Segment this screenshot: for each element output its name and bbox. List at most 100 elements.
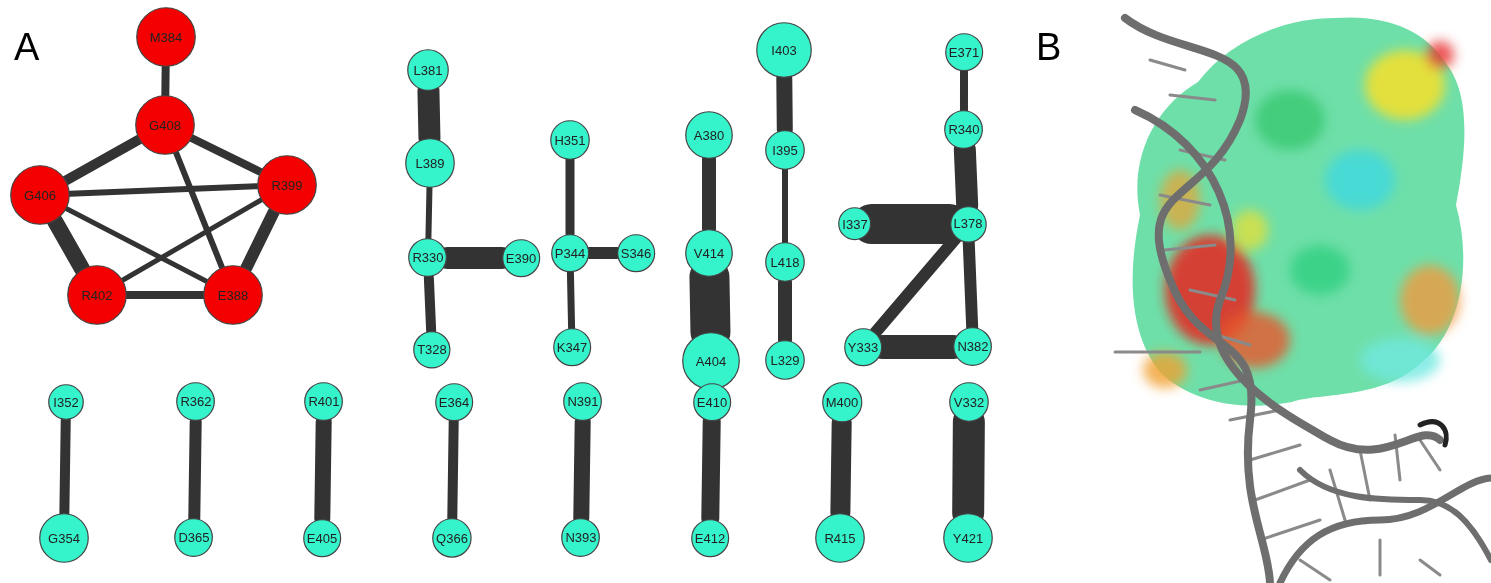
interaction-edge bbox=[570, 272, 571, 328]
node-circle-shape bbox=[554, 329, 591, 366]
residue-node: E371 bbox=[945, 33, 983, 71]
residue-node: G406 bbox=[10, 165, 70, 225]
residue-label: G406 bbox=[24, 189, 56, 202]
interaction-edge bbox=[840, 422, 841, 513]
residue-node: Y421 bbox=[943, 513, 993, 563]
residue-node: I352 bbox=[48, 384, 84, 420]
residue-label: I403 bbox=[771, 44, 796, 57]
residue-node: R401 bbox=[304, 382, 343, 421]
node-circle-shape bbox=[305, 383, 343, 421]
interaction-edge bbox=[710, 421, 711, 519]
residue-label: V332 bbox=[954, 396, 984, 409]
interaction-edge bbox=[882, 335, 953, 359]
residue-label: N393 bbox=[565, 531, 596, 544]
residue-node: I395 bbox=[765, 130, 805, 170]
residue-label: L418 bbox=[771, 256, 800, 269]
residue-label: E364 bbox=[439, 396, 469, 409]
residue-node: Q366 bbox=[432, 518, 472, 558]
residue-label: R330 bbox=[412, 251, 443, 264]
node-circle-shape bbox=[433, 519, 471, 557]
node-circle-shape bbox=[49, 385, 84, 420]
node-circle-shape bbox=[766, 243, 805, 282]
node-circle-shape bbox=[562, 519, 600, 557]
residue-label: E410 bbox=[697, 396, 727, 409]
interaction-edge bbox=[322, 422, 323, 519]
residue-node: V332 bbox=[949, 382, 989, 422]
residue-node: M384 bbox=[136, 7, 196, 67]
dna-helix bbox=[1115, 18, 1491, 583]
node-circle-shape bbox=[175, 519, 213, 557]
residue-node: A404 bbox=[682, 332, 740, 390]
residue-label: R401 bbox=[308, 395, 339, 408]
interaction-edge bbox=[55, 221, 82, 269]
residue-node: L389 bbox=[405, 138, 455, 188]
residue-node: L378 bbox=[950, 206, 987, 243]
residue-node: M400 bbox=[822, 382, 863, 423]
residue-label: V414 bbox=[694, 247, 724, 260]
residue-label: L381 bbox=[414, 64, 443, 77]
node-circle-shape bbox=[408, 50, 449, 91]
node-circle-shape bbox=[406, 139, 455, 188]
residue-label: P344 bbox=[555, 247, 585, 260]
residue-node: G354 bbox=[39, 513, 89, 563]
residue-label: R415 bbox=[824, 532, 855, 545]
interaction-edge bbox=[64, 420, 65, 513]
node-circle-shape bbox=[40, 514, 89, 563]
residue-node: R340 bbox=[944, 110, 983, 149]
residue-label: R402 bbox=[81, 289, 112, 302]
node-circle-shape bbox=[177, 383, 215, 421]
residue-label: G354 bbox=[48, 532, 80, 545]
residue-label: L329 bbox=[771, 354, 800, 367]
residue-label: D365 bbox=[178, 531, 209, 544]
node-circle-shape bbox=[551, 121, 590, 160]
node-circle-shape bbox=[950, 206, 985, 241]
residue-label: I395 bbox=[772, 144, 797, 157]
residue-node: E390 bbox=[502, 239, 540, 277]
node-circle-shape bbox=[950, 383, 989, 422]
residue-node: K347 bbox=[553, 328, 591, 366]
node-circle-shape bbox=[686, 112, 733, 159]
interaction-edge bbox=[161, 67, 169, 95]
node-circle-shape bbox=[258, 156, 317, 215]
interaction-edge bbox=[589, 247, 617, 259]
interaction-edge bbox=[452, 421, 453, 518]
residue-node: L329 bbox=[765, 340, 805, 380]
interaction-edge bbox=[872, 204, 950, 244]
residue-label: E388 bbox=[218, 289, 248, 302]
interaction-edge bbox=[702, 159, 716, 229]
residue-node: P344 bbox=[551, 234, 589, 272]
residue-node: R362 bbox=[176, 382, 215, 421]
node-circle-shape bbox=[694, 384, 731, 421]
node-circle-shape bbox=[564, 383, 602, 421]
residue-node: A380 bbox=[685, 111, 733, 159]
residue-label: E390 bbox=[506, 252, 536, 265]
interaction-edge bbox=[70, 186, 257, 194]
interaction-edge bbox=[428, 188, 429, 238]
interaction-edge bbox=[709, 277, 710, 332]
interaction-edge bbox=[581, 422, 582, 519]
residue-node: D365 bbox=[174, 518, 213, 557]
residue-label: T328 bbox=[417, 343, 447, 356]
residue-label: N391 bbox=[567, 395, 598, 408]
residue-label: R340 bbox=[948, 123, 979, 136]
node-circle-shape bbox=[136, 96, 195, 155]
interaction-edge bbox=[952, 422, 985, 513]
node-circle-shape bbox=[816, 514, 865, 563]
residue-label: A380 bbox=[694, 129, 724, 142]
interaction-edge bbox=[960, 71, 968, 110]
interaction-edge bbox=[875, 238, 956, 332]
node-circle-shape bbox=[822, 382, 861, 421]
node-circle-shape bbox=[946, 34, 983, 71]
residue-label: Y421 bbox=[953, 532, 983, 545]
residue-label: N382 bbox=[957, 340, 988, 353]
node-circle-shape bbox=[954, 328, 992, 366]
residue-node: E388 bbox=[203, 265, 263, 325]
node-circle-shape bbox=[839, 208, 871, 240]
node-circle-shape bbox=[686, 230, 733, 277]
interaction-edge bbox=[566, 160, 575, 234]
interaction-edge bbox=[429, 278, 431, 332]
node-circle-shape bbox=[552, 235, 589, 272]
residue-node: N393 bbox=[561, 518, 600, 557]
residue-node: R399 bbox=[257, 155, 317, 215]
